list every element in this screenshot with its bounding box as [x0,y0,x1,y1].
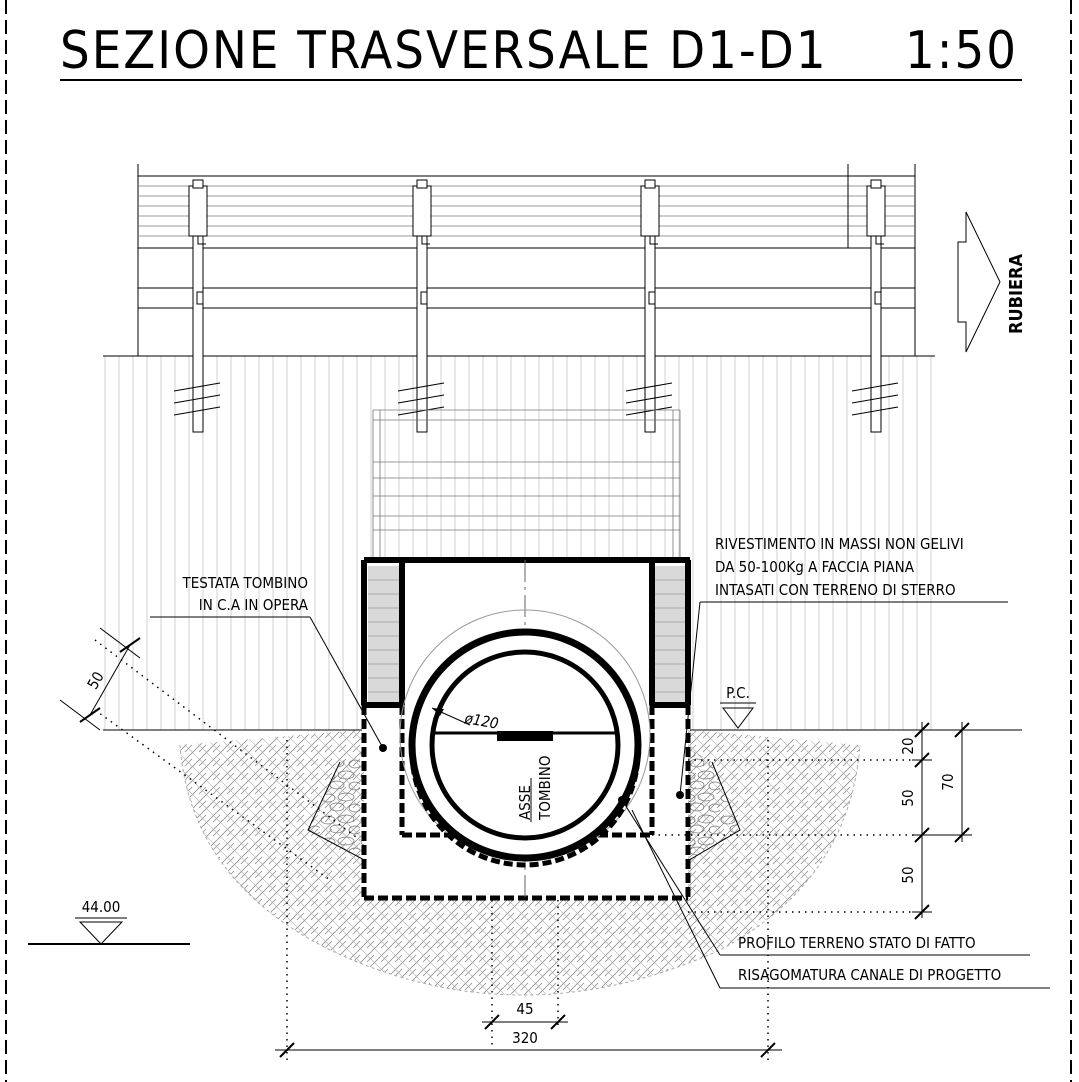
label-pc: P.C. [726,684,750,702]
label-rivestimento-line3: INTASATI CON TERRENO DI STERRO [715,581,956,599]
diameter-arrow-icon [432,708,444,716]
leader-profilo-dot [618,796,626,804]
label-elevation: 44.00 [82,898,121,916]
dimension-bottom [275,1014,782,1058]
leader-rivestimento [679,601,701,796]
label-axis-line2: TOMBINO [536,756,554,821]
label-direction: RUBIERA [1006,253,1027,334]
leader-rivestimento-dot [676,791,684,799]
label-axis-line1: ASSE [516,785,534,820]
culvert-pipe [399,609,651,868]
label-profilo: PROFILO TERRENO STATO DI FATTO [738,934,976,952]
dim-right-top: 20 [899,737,917,754]
slope-line-lower [94,709,331,881]
dim-slope-offset: 50 [84,669,108,693]
back-fence [372,409,681,560]
label-rivestimento-line2: DA 50-100Kg A FACCIA PIANA [715,558,915,576]
guardrail-posts [173,179,899,433]
dim-bottom-inner: 45 [516,1000,533,1018]
guardrail-post [397,179,445,433]
guardrail-post [173,179,221,433]
existing-terrain-outline [179,744,861,996]
dim-bottom-total: 320 [512,1029,538,1047]
dim-right-total: 70 [939,773,957,790]
guardrail-post [625,179,673,433]
dimension-right [912,722,972,920]
drawing-scale: 1:50 [905,21,1018,81]
label-testata-line2: IN C.A IN OPERA [199,596,309,614]
label-rivestimento-line1: RIVESTIMENTO IN MASSI NON GELIVI [715,535,964,553]
pc-triangle-icon [722,707,754,729]
guardrail [137,164,916,356]
elevation-triangle-icon [78,921,124,945]
guardrail-post [851,179,899,433]
drawing-title: SEZIONE TRASVERSALE D1-D1 [60,21,828,81]
label-diameter: ø120 [462,709,500,733]
leader-profilo [621,799,721,956]
leader-risagomatura [631,809,721,989]
dim-right-mid: 50 [899,789,917,806]
leader-testata [309,616,384,749]
dim-right-bottom: 50 [899,866,917,883]
direction-arrow-icon [957,211,1001,353]
leader-testata-dot [379,744,387,752]
dimension-slope [59,627,141,731]
label-risagomatura: RISAGOMATURA CANALE DI PROGETTO [738,966,1001,984]
label-testata-line1: TESTATA TOMBINO [181,574,308,592]
